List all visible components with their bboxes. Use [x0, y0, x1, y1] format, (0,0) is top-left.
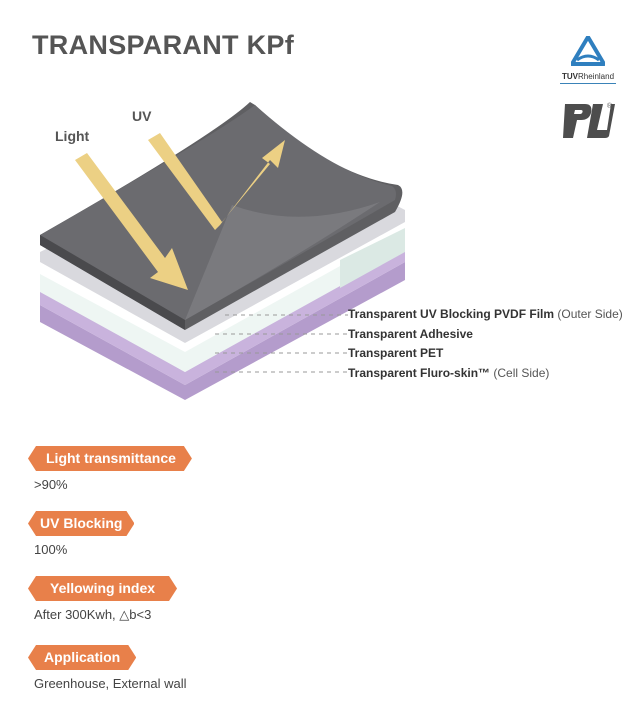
property-yellowing-index: Yellowing index After 300Kwh, △b<3 [28, 576, 192, 645]
property-list: Light transmittance >90% UV Blocking 100… [28, 446, 192, 691]
layer-label-pvdf: Transparent UV Blocking PVDF Film (Outer… [348, 307, 623, 321]
tuv-triangle-icon [570, 35, 606, 66]
property-value: Greenhouse, External wall [34, 676, 187, 691]
property-light-transmittance: Light transmittance >90% [28, 446, 192, 511]
svg-text:®: ® [607, 102, 613, 110]
property-application: Application Greenhouse, External wall [28, 645, 192, 691]
layer-label-adhesive: Transparent Adhesive [348, 326, 473, 341]
tuv-rheinland-logo: TUVRheinland [558, 35, 618, 84]
layer-diagram: Light UV [0, 90, 420, 410]
layer-label-pet: Transparent PET [348, 346, 444, 360]
layer-legend: Transparent UV Blocking PVDF Film (Outer… [348, 305, 623, 383]
tuv-underline [560, 83, 616, 84]
property-uv-blocking: UV Blocking 100% [28, 511, 192, 576]
film-stack-illustration [40, 102, 405, 400]
property-badge: Yellowing index [28, 576, 177, 601]
ul-logo: ® [563, 100, 615, 145]
property-value: >90% [34, 477, 68, 492]
light-label: Light [55, 128, 90, 144]
layer-label-fluro-skin: Transparent Fluro-skin™ (Cell Side) [348, 365, 550, 380]
property-badge: Application [28, 645, 136, 670]
uv-label: UV [132, 108, 152, 124]
property-badge: Light transmittance [28, 446, 192, 471]
property-value: After 300Kwh, △b<3 [34, 607, 152, 622]
property-badge: UV Blocking [28, 511, 134, 536]
page-title: TRANSPARANT KPf [32, 30, 294, 60]
property-value: 100% [34, 542, 68, 557]
ul-mark-icon: ® [563, 102, 615, 138]
